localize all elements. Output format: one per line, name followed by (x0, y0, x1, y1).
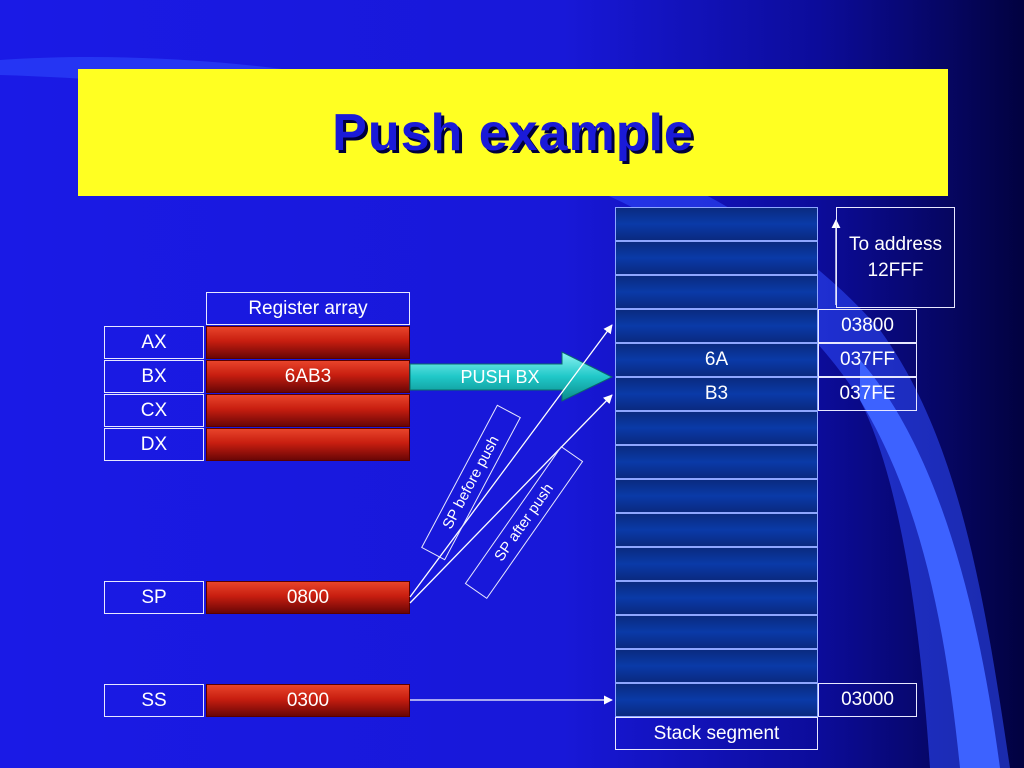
register-name-cx: CX (104, 394, 204, 427)
title-band: Push example (78, 69, 948, 196)
register-array-header: Register array (206, 292, 410, 325)
push-bx-label: PUSH BX (460, 366, 540, 387)
memory-cell (615, 513, 818, 547)
sp-before-pointer (409, 324, 613, 598)
to-address-box: To address 12FFF (836, 207, 955, 308)
memory-cell (615, 683, 818, 717)
sp-register-value: 0800 (206, 581, 410, 614)
sp-after-pointer (409, 394, 613, 604)
register-value-ax (206, 326, 410, 359)
memory-cell (615, 479, 818, 513)
memory-cell: 6A (615, 343, 818, 377)
register-name-dx: DX (104, 428, 204, 461)
memory-cell (615, 649, 818, 683)
sp-register-name: SP (104, 581, 204, 614)
register-name-ax: AX (104, 326, 204, 359)
memory-cell (615, 615, 818, 649)
memory-cell: B3 (615, 377, 818, 411)
register-value-cx (206, 394, 410, 427)
to-address-text: To address 12FFF (849, 233, 942, 281)
memory-cell (615, 445, 818, 479)
address-label: 03000 (818, 683, 917, 717)
memory-cell (615, 241, 818, 275)
address-label: 037FE (818, 377, 917, 411)
memory-cell (615, 207, 818, 241)
ss-register-name: SS (104, 684, 204, 717)
ss-register-value: 0300 (206, 684, 410, 717)
memory-cell (615, 581, 818, 615)
memory-cell (615, 547, 818, 581)
memory-cell (615, 309, 818, 343)
page-title: Push example (332, 103, 694, 162)
register-value-dx (206, 428, 410, 461)
register-value-bx: 6AB3 (206, 360, 410, 393)
push-bx-arrow (409, 351, 614, 402)
memory-cell (615, 411, 818, 445)
stack-segment-label: Stack segment (615, 717, 818, 750)
address-label: 03800 (818, 309, 917, 343)
register-name-bx: BX (104, 360, 204, 393)
memory-cell (615, 275, 818, 309)
address-label: 037FF (818, 343, 917, 377)
